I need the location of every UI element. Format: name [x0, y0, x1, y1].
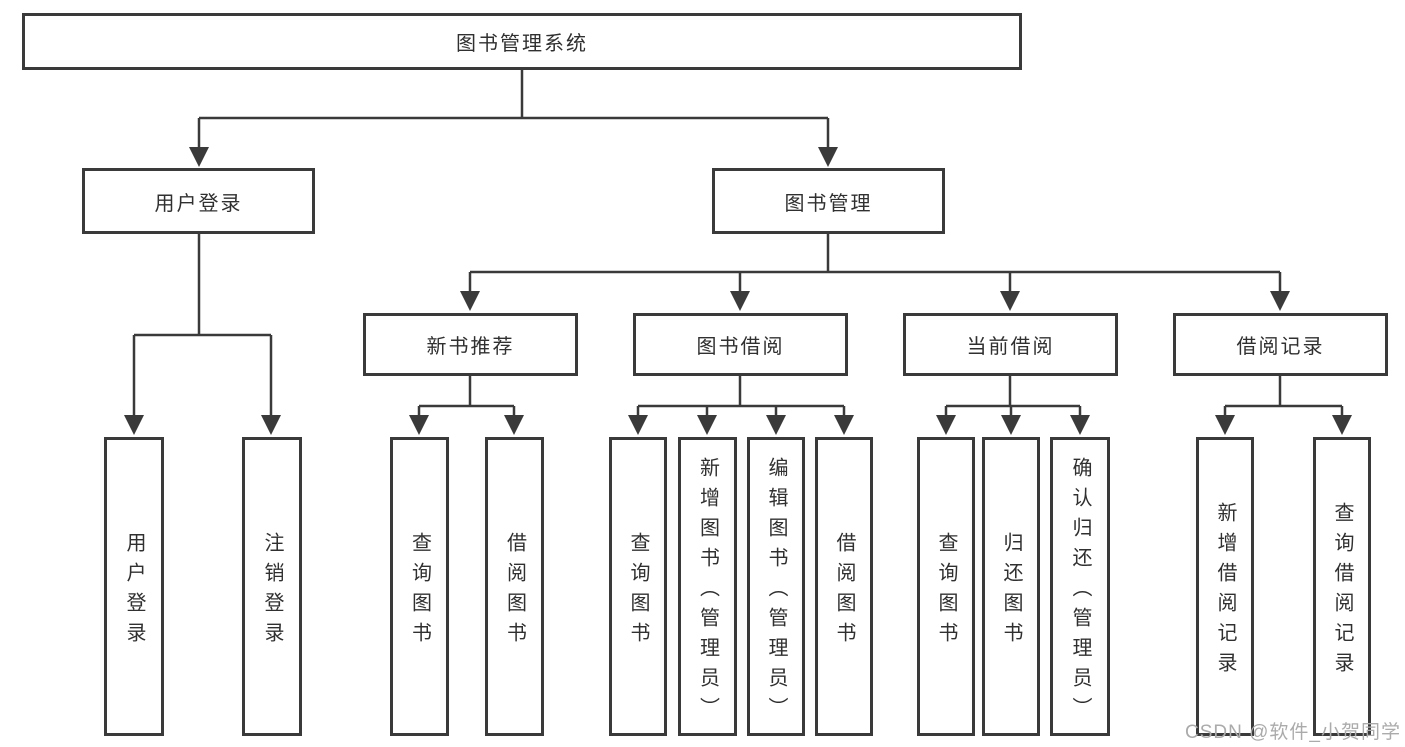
node-borrowing-records-label: 借阅记录 — [1236, 336, 1325, 358]
node-new-book-recommend-label: 新书推荐 — [426, 336, 515, 358]
node-leaf-confirm-return-admin: 确认归还（管理员） — [1050, 437, 1110, 736]
node-current-borrowing: 当前借阅 — [903, 313, 1118, 376]
node-leaf-user-login: 用户登录 — [104, 437, 164, 736]
node-leaf-return-books-label: 归还图书 — [1000, 531, 1022, 652]
node-leaf-query-borrow-record-label: 查询借阅记录 — [1331, 501, 1353, 682]
node-new-book-recommend: 新书推荐 — [363, 313, 578, 376]
node-root-label: 图书管理系统 — [456, 33, 588, 55]
node-leaf-borrow-books-label: 借阅图书 — [833, 531, 855, 652]
node-root: 图书管理系统 — [22, 13, 1022, 70]
node-leaf-query-books-borrow: 查询图书 — [609, 437, 667, 736]
node-user-login: 用户登录 — [82, 168, 315, 234]
node-leaf-logout: 注销登录 — [242, 437, 302, 736]
connector-arrows — [124, 118, 1352, 435]
node-leaf-add-borrow-record: 新增借阅记录 — [1196, 437, 1254, 736]
node-leaf-borrow-books: 借阅图书 — [815, 437, 873, 736]
node-leaf-confirm-return-admin-label: 确认归还（管理员） — [1069, 456, 1091, 727]
node-leaf-add-borrow-record-label: 新增借阅记录 — [1214, 501, 1236, 682]
connector-backbones — [134, 70, 1342, 408]
node-leaf-query-books-current-label: 查询图书 — [935, 531, 957, 652]
node-leaf-query-books-current: 查询图书 — [917, 437, 975, 736]
node-leaf-query-books-borrow-label: 查询图书 — [627, 531, 649, 652]
node-user-login-label: 用户登录 — [154, 192, 243, 215]
node-current-borrowing-label: 当前借阅 — [966, 336, 1055, 358]
node-leaf-add-books-admin: 新增图书（管理员） — [678, 437, 737, 736]
node-book-management: 图书管理 — [712, 168, 945, 234]
csdn-watermark: CSDN @软件_小贺同学 — [1185, 722, 1401, 743]
node-leaf-edit-books-admin: 编辑图书（管理员） — [747, 437, 805, 736]
node-leaf-borrow-books-newrec: 借阅图书 — [485, 437, 544, 736]
node-leaf-logout-label: 注销登录 — [261, 531, 283, 652]
node-leaf-edit-books-admin-label: 编辑图书（管理员） — [765, 456, 787, 727]
node-leaf-return-books: 归还图书 — [982, 437, 1040, 736]
node-leaf-query-books-newrec: 查询图书 — [390, 437, 449, 736]
node-leaf-user-login-label: 用户登录 — [123, 531, 145, 652]
node-book-borrowing: 图书借阅 — [633, 313, 848, 376]
node-book-management-label: 图书管理 — [784, 192, 873, 215]
node-book-borrowing-label: 图书借阅 — [696, 336, 785, 358]
node-leaf-query-books-newrec-label: 查询图书 — [408, 531, 431, 652]
node-leaf-query-borrow-record: 查询借阅记录 — [1313, 437, 1371, 736]
node-leaf-borrow-books-newrec-label: 借阅图书 — [503, 531, 526, 652]
node-leaf-add-books-admin-label: 新增图书（管理员） — [696, 456, 719, 727]
node-borrowing-records: 借阅记录 — [1173, 313, 1388, 376]
